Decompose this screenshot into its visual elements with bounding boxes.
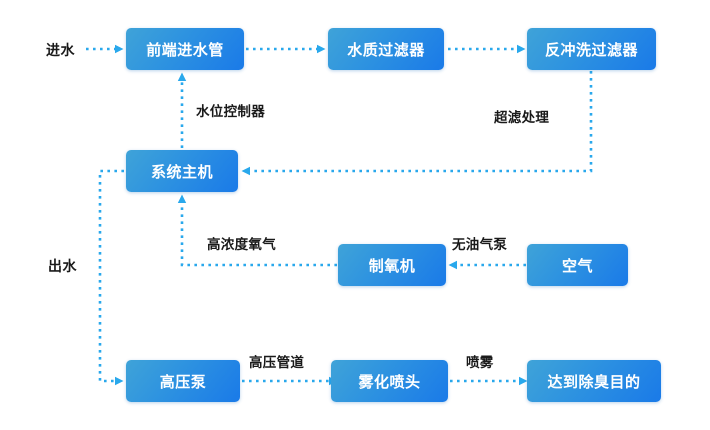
io-label-outlet: 出水: [48, 259, 77, 275]
edge-label-water-level-controller: 水位控制器: [196, 104, 265, 120]
edge-label-high-pressure-pipeline: 高压管道: [249, 355, 305, 371]
edge-system-host-to-high-pressure-pump: [98, 169, 124, 386]
edge-label-spray: 喷雾: [466, 355, 494, 371]
node-label: 空气: [561, 256, 593, 275]
node-air[interactable]: 空气: [527, 244, 628, 286]
node-water-quality-filter[interactable]: 水质过滤器: [328, 28, 444, 70]
node-label: 反冲洗过滤器: [544, 40, 638, 59]
node-backwash-filter[interactable]: 反冲洗过滤器: [527, 28, 656, 70]
node-label: 制氧机: [368, 256, 416, 275]
node-label: 达到除臭目的: [547, 372, 641, 391]
node-label: 雾化喷头: [358, 372, 421, 391]
node-oxygen-generator[interactable]: 制氧机: [338, 244, 446, 286]
node-system-host[interactable]: 系统主机: [126, 150, 238, 192]
node-front-inlet-pipe[interactable]: 前端进水管: [126, 28, 244, 70]
node-atomizing-nozzle[interactable]: 雾化喷头: [331, 360, 448, 402]
node-label: 高压泵: [159, 372, 207, 391]
node-deodorization-goal[interactable]: 达到除臭目的: [527, 360, 661, 402]
edge-label-ultrafiltration: 超滤处理: [494, 110, 550, 126]
edge-label-high-concentration-oxygen: 高浓度氧气: [207, 237, 276, 253]
node-label: 系统主机: [150, 162, 213, 181]
io-label-inlet: 进水: [46, 43, 75, 59]
node-high-pressure-pump[interactable]: 高压泵: [126, 360, 240, 402]
node-label: 水质过滤器: [347, 40, 425, 59]
node-label: 前端进水管: [146, 40, 224, 59]
edge-label-oil-free-air-pump: 无油气泵: [452, 237, 508, 253]
